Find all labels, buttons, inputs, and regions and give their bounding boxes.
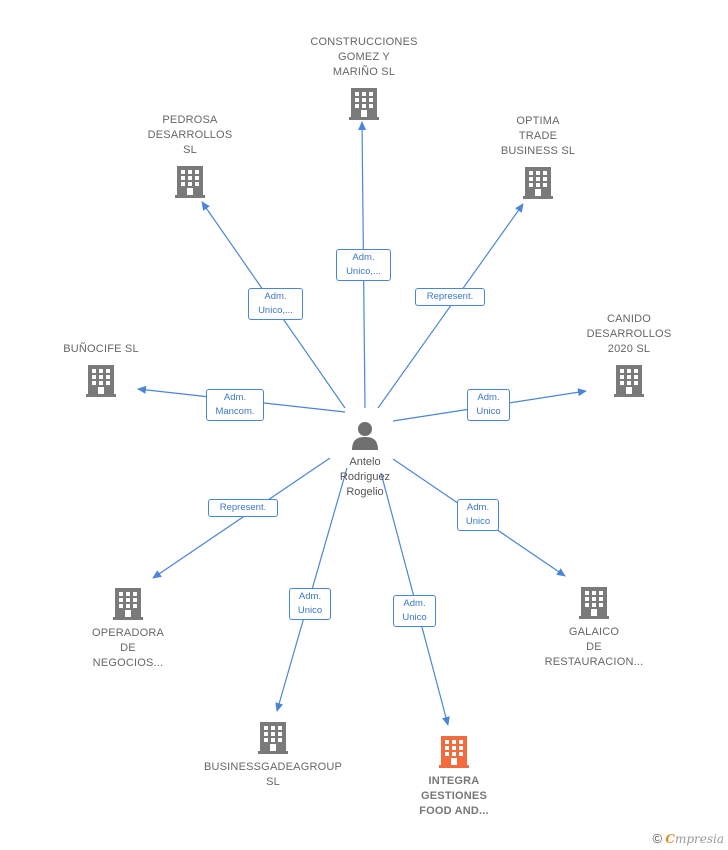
edge-label-galaico[interactable]: Adm. Unico bbox=[457, 499, 499, 531]
company-name: CONSTRUCCIONES GOMEZ Y MARIÑO SL bbox=[310, 36, 418, 78]
company-name: OPTIMA TRADE BUSINESS SL bbox=[500, 115, 576, 157]
company-node-pedrosa[interactable]: PEDROSA DESARROLLOS SL bbox=[110, 113, 270, 198]
brand-logo: Cmpresia bbox=[665, 832, 724, 846]
building-icon bbox=[614, 363, 644, 397]
edge-optima bbox=[377, 203, 524, 409]
copyright-symbol: © bbox=[652, 831, 663, 846]
center-person[interactable]: Antelo Rodriguez Rogelio bbox=[320, 420, 410, 500]
company-node-operadora[interactable]: OPERADORA DE NEGOCIOS... bbox=[48, 586, 208, 671]
building-icon bbox=[86, 363, 116, 397]
edge-label-pedrosa[interactable]: Adm. Unico,... bbox=[248, 288, 303, 320]
company-node-bunocife[interactable]: BUÑOCIFE SL bbox=[21, 342, 181, 397]
building-icon bbox=[579, 585, 609, 619]
edge-label-construcciones[interactable]: Adm. Unico,... bbox=[336, 249, 391, 281]
edge-operadora bbox=[152, 457, 331, 579]
company-name: BUSINESSGADEAGROUP SL bbox=[203, 761, 343, 788]
edge-label-operadora[interactable]: Represent. bbox=[208, 499, 278, 517]
building-icon bbox=[439, 734, 469, 768]
building-icon bbox=[349, 86, 379, 120]
footer-brand: © Cmpresia bbox=[652, 831, 724, 846]
company-node-optima[interactable]: OPTIMA TRADE BUSINESS SL bbox=[458, 114, 618, 199]
edge-label-bunocife[interactable]: Adm. Mancom. bbox=[206, 389, 264, 421]
company-name: PEDROSA DESARROLLOS SL bbox=[147, 114, 233, 156]
company-node-businessgadea[interactable]: BUSINESSGADEAGROUP SL bbox=[193, 720, 353, 790]
company-node-canido[interactable]: CANIDO DESARROLLOS 2020 SL bbox=[549, 312, 709, 397]
company-node-galaico[interactable]: GALAICO DE RESTAURACION... bbox=[514, 585, 674, 670]
edge-label-optima[interactable]: Represent. bbox=[415, 288, 485, 306]
company-name: INTEGRA GESTIONES FOOD AND... bbox=[419, 775, 489, 817]
person-icon bbox=[352, 422, 378, 450]
center-person-name: Antelo Rodriguez Rogelio bbox=[339, 456, 391, 498]
building-icon bbox=[523, 165, 553, 199]
company-node-integra[interactable]: INTEGRA GESTIONES FOOD AND... bbox=[374, 734, 534, 819]
company-name: OPERADORA DE NEGOCIOS... bbox=[91, 627, 165, 669]
edge-label-canido[interactable]: Adm. Unico bbox=[467, 389, 510, 421]
edge-label-businessgadea[interactable]: Adm. Unico bbox=[289, 588, 331, 620]
company-node-construcciones[interactable]: CONSTRUCCIONES GOMEZ Y MARIÑO SL bbox=[284, 35, 444, 120]
building-icon bbox=[258, 720, 288, 754]
company-name: GALAICO DE RESTAURACION... bbox=[544, 626, 644, 668]
building-icon bbox=[175, 164, 205, 198]
building-icon bbox=[113, 586, 143, 620]
edge-label-integra[interactable]: Adm. Unico bbox=[393, 595, 436, 627]
company-name: BUÑOCIFE SL bbox=[63, 343, 139, 355]
company-name: CANIDO DESARROLLOS 2020 SL bbox=[586, 313, 672, 355]
